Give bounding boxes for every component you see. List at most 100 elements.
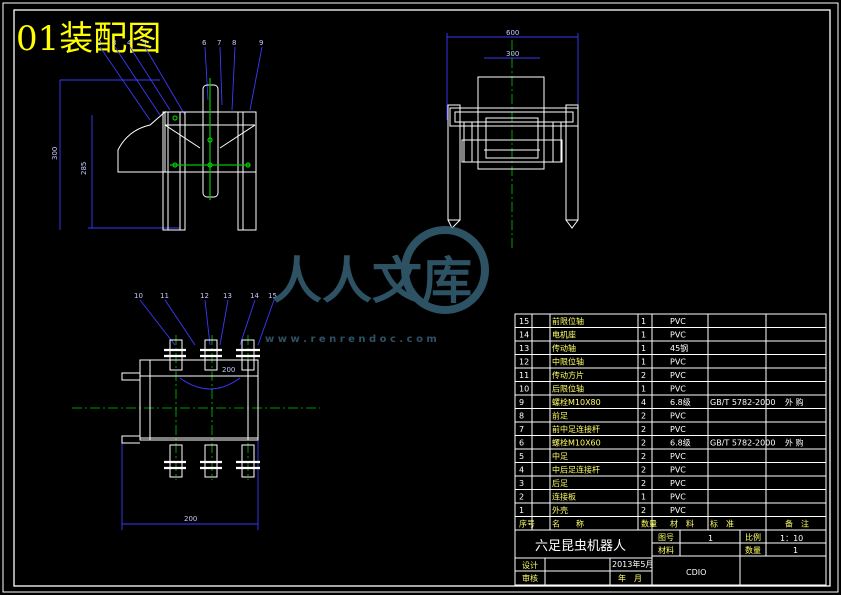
side-dim-width: 600	[506, 29, 519, 37]
inner-border	[13, 9, 831, 587]
bom-header-material: 材 料	[670, 519, 694, 529]
bom-cell-note: 外 购	[785, 397, 804, 407]
code: CDIO	[686, 568, 706, 577]
watermark: 人人文库 w w w . r e n r e n d o c . c o m	[265, 226, 489, 345]
front-view: 2 3 4 5 6 7 8 9 285 300	[51, 39, 263, 231]
bom-cell-no: 7	[519, 425, 524, 434]
bom-cell-no: 11	[519, 371, 529, 380]
scale-value: 1：10	[780, 534, 803, 543]
front-label-7: 7	[217, 39, 221, 47]
top-label-11: 11	[160, 292, 169, 300]
bom-cell-material: PVC	[670, 371, 686, 380]
bom-cell-name: 连接板	[552, 492, 576, 502]
top-dim-inner: 200	[222, 366, 235, 374]
bom-cell-qty: 2	[641, 466, 646, 475]
top-label-14: 14	[250, 292, 259, 300]
front-dim-height-a: 285	[80, 162, 88, 175]
bom-cell-note: 外 购	[785, 438, 804, 448]
bom-cell-name: 电机座	[552, 330, 576, 340]
bom-cell-name: 中足	[552, 451, 568, 461]
side-dim-inner: 300	[506, 50, 519, 58]
bom-cell-qty: 1	[641, 344, 646, 353]
watermark-main: 人人文库	[272, 252, 472, 310]
bom-cell-name: 中限位轴	[552, 357, 584, 367]
bom-cell-no: 13	[519, 344, 529, 353]
top-label-12: 12	[200, 292, 209, 300]
bom-cell-material: PVC	[670, 493, 686, 502]
bom-cell-material: PVC	[670, 479, 686, 488]
top-dim-width: 200	[184, 515, 197, 523]
front-label-2: 2	[97, 39, 101, 47]
bom-cell-material: PVC	[670, 506, 686, 515]
bom-cell-no: 14	[519, 331, 529, 340]
bom-cell-material: PVC	[670, 358, 686, 367]
product-name: 六足昆虫机器人	[535, 539, 626, 554]
bom-cell-name: 后足	[552, 478, 568, 488]
bom-cell-qty: 1	[641, 493, 646, 502]
front-label-3: 3	[112, 39, 116, 47]
bom-cell-material: PVC	[670, 317, 686, 326]
bom-cell-name: 传动轴	[552, 343, 576, 353]
watermark-url: w w w . r e n r e n d o c . c o m	[265, 334, 437, 345]
front-label-4: 4	[127, 39, 132, 47]
front-label-5: 5	[142, 39, 146, 47]
bom-cell-name: 螺栓M10X60	[552, 438, 601, 448]
bom-cell-no: 9	[519, 398, 524, 407]
bom-cell-name: 后限位轴	[552, 384, 584, 394]
qty-label: 数量	[745, 545, 761, 555]
design-label: 设计	[522, 560, 538, 570]
bom-header-std: 标 准	[710, 519, 734, 529]
design-date: 2013年5月	[612, 559, 653, 569]
bom-cell-material: 6.8级	[670, 438, 691, 448]
bom-cell-no: 5	[519, 452, 524, 461]
bom-header-qty: 数量	[641, 519, 657, 529]
top-label-15: 15	[268, 292, 277, 300]
bom-cell-name: 中后足连接杆	[552, 465, 600, 475]
bom-cell-name: 外壳	[552, 505, 568, 515]
front-label-9: 9	[259, 39, 263, 47]
side-view: 600 300	[446, 29, 579, 250]
bom-cell-no: 8	[519, 412, 524, 421]
bom-cell-name: 前足	[552, 411, 568, 421]
top-label-10: 10	[134, 292, 143, 300]
bom-cell-std: GB/T 5782-2000	[710, 398, 775, 407]
bom-cell-qty: 1	[641, 358, 646, 367]
date-label: 年 月	[618, 573, 642, 583]
front-label-6: 6	[202, 39, 207, 47]
bom-cell-material: PVC	[670, 466, 686, 475]
bom-cell-qty: 1	[641, 385, 646, 394]
material-label: 材料	[658, 545, 674, 555]
bom-cell-qty: 2	[641, 425, 646, 434]
top-label-13: 13	[223, 292, 232, 300]
bom-cell-no: 12	[519, 358, 529, 367]
bom-cell-name: 传动方片	[552, 370, 584, 380]
top-view: 10 11 12 13 14 15 200 200	[72, 292, 320, 530]
bom-cell-material: 6.8级	[670, 397, 691, 407]
bom-cell-no: 10	[519, 385, 529, 394]
bom-header-name: 名 称	[552, 519, 584, 529]
bom-cell-material: PVC	[670, 425, 686, 434]
bom-cell-qty: 4	[641, 398, 646, 407]
bom-cell-qty: 2	[641, 371, 646, 380]
bom-cell-name: 前限位轴	[552, 316, 584, 326]
title-block: 六足昆虫机器人 图号 1 比例 1：10 材料 数量 1 设计 2013年5月 …	[514, 529, 827, 586]
bom-cell-no: 4	[519, 466, 524, 475]
bom-cell-qty: 2	[641, 506, 646, 515]
bom-cell-qty: 1	[641, 317, 646, 326]
bom-cell-no: 3	[519, 479, 524, 488]
bom-cell-no: 6	[519, 439, 524, 448]
bom-header-no: 序号	[519, 519, 535, 529]
bom-cell-qty: 2	[641, 439, 646, 448]
bom-cell-name: 螺栓M10X80	[552, 397, 601, 407]
check-label: 审核	[522, 573, 538, 583]
bom-cell-material: 45钢	[670, 343, 688, 353]
drawing-no-label: 图号	[658, 533, 674, 542]
bom-cell-std: GB/T 5782-2000	[710, 439, 775, 448]
bom-cell-qty: 1	[641, 331, 646, 340]
bom-cell-material: PVC	[670, 452, 686, 461]
front-label-8: 8	[232, 39, 236, 47]
scale-label: 比例	[745, 532, 761, 542]
